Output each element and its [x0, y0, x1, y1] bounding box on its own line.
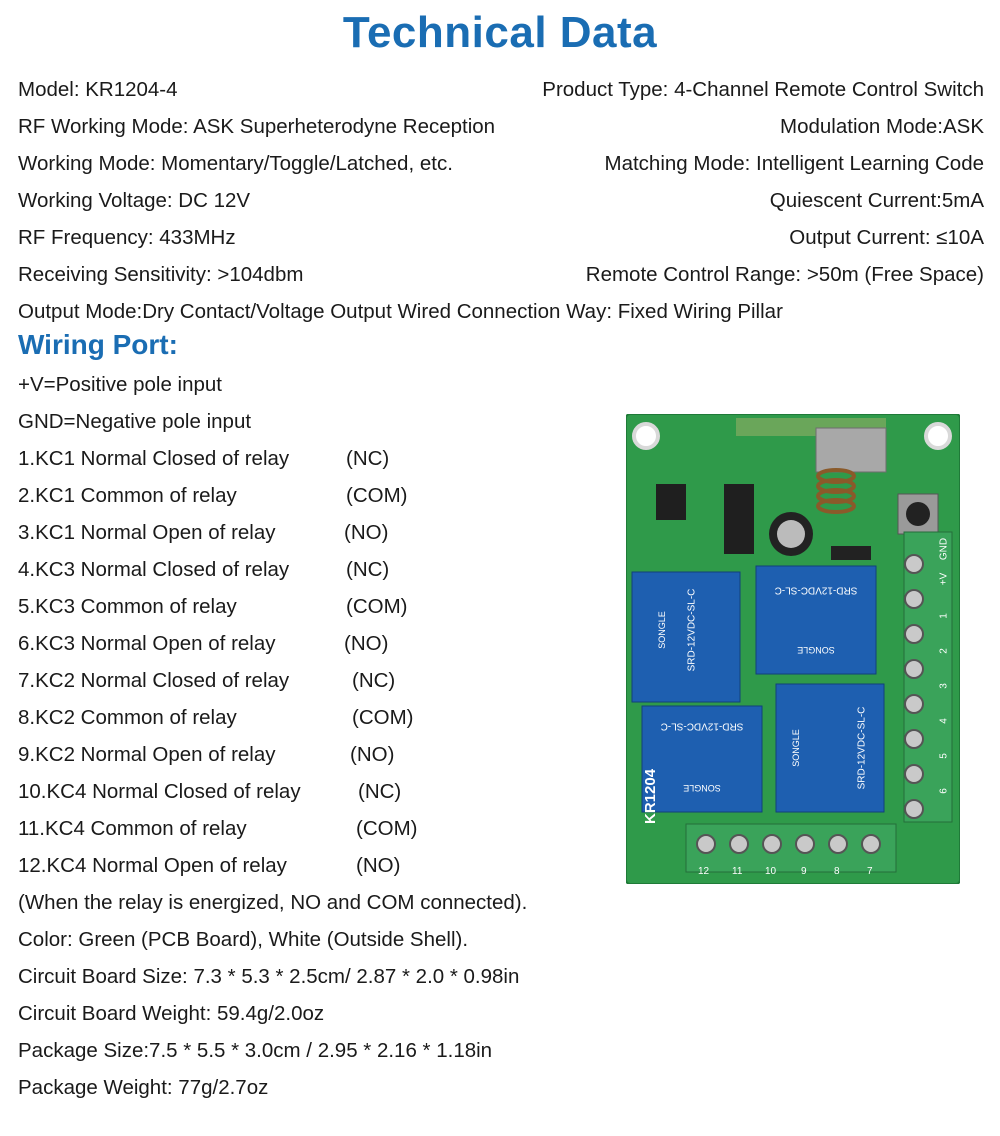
terminal-label: 9 — [801, 866, 807, 877]
relay-brand: SONGLE — [791, 729, 801, 767]
port-item: 10.KC4 Normal Closed of relay (NC) — [18, 777, 578, 807]
port-name: 10.KC4 Normal Closed of relay — [18, 780, 301, 803]
board-weight-spec: Circuit Board Weight: 59.4g/2.0oz — [18, 1002, 325, 1025]
relay-label: SRD-12VDC-SL-C — [660, 720, 744, 732]
spec-right: Quiescent Current:5mA — [769, 189, 984, 212]
port-name: 2.KC1 Common of relay — [18, 484, 237, 507]
power-negative: GND=Negative pole input — [18, 410, 252, 433]
port-code: (NO) — [356, 854, 401, 877]
terminal-label: 11 — [732, 866, 743, 877]
port-code: (COM) — [352, 706, 414, 729]
spec-left: Working Voltage: DC 12V — [18, 189, 251, 212]
package-size-spec: Package Size:7.5 * 5.5 * 3.0cm / 2.95 * … — [18, 1039, 493, 1062]
spec-row: RF Working Mode: ASK Superheterodyne Rec… — [18, 112, 984, 142]
terminal-label: 3 — [938, 683, 950, 689]
port-item: 7.KC2 Normal Closed of relay (NC) — [18, 666, 578, 696]
page-title: Technical Data — [342, 8, 658, 57]
port-item: 5.KC3 Common of relay (COM) — [18, 592, 578, 622]
spec-left: Receiving Sensitivity: >104dbm — [18, 263, 304, 286]
relay-brand: SONGLE — [683, 783, 721, 793]
port-name: 5.KC3 Common of relay — [18, 595, 237, 618]
spec-right: Output Current: ≤10A — [789, 226, 984, 249]
port-name: 8.KC2 Common of relay — [18, 706, 237, 729]
spec-right: Remote Control Range: >50m (Free Space) — [585, 263, 984, 286]
port-code: (NC) — [352, 669, 396, 692]
port-name: 3.KC1 Normal Open of relay — [18, 521, 276, 544]
spec-left: RF Working Mode: ASK Superheterodyne Rec… — [18, 115, 496, 138]
relay-note: (When the relay is energized, NO and COM… — [18, 891, 528, 914]
board-model-label: KR1204 — [642, 768, 659, 824]
terminal-label: 7 — [867, 866, 873, 877]
port-name: 11.KC4 Common of relay — [18, 817, 247, 840]
port-item: 3.KC1 Normal Open of relay (NO) — [18, 518, 578, 548]
color-spec: Color: Green (PCB Board), White (Outside… — [18, 928, 469, 951]
port-item: 8.KC2 Common of relay (COM) — [18, 703, 578, 733]
port-item: 6.KC3 Normal Open of relay (NO) — [18, 629, 578, 659]
pcb-board-image: KR1204 SRD-12VDC-SL-C SONGLE SRD-12VDC-S… — [625, 413, 961, 885]
port-name: 9.KC2 Normal Open of relay — [18, 743, 276, 766]
spec-row: Working Voltage: DC 12V Quiescent Curren… — [18, 186, 984, 216]
port-item: 12.KC4 Normal Open of relay (NO) — [18, 851, 578, 881]
port-name: 7.KC2 Normal Closed of relay — [18, 669, 290, 692]
port-name: 1.KC1 Normal Closed of relay — [18, 447, 290, 470]
port-code: (NC) — [358, 780, 402, 803]
spec-left: Model: KR1204-4 — [18, 78, 178, 101]
terminal-label: GND — [938, 537, 950, 561]
spec-right: Product Type: 4-Channel Remote Control S… — [542, 78, 984, 101]
spec-row: RF Frequency: 433MHz Output Current: ≤10… — [18, 223, 984, 253]
port-item: 4.KC3 Normal Closed of relay (NC) — [18, 555, 578, 585]
terminal-label: 8 — [834, 866, 840, 877]
terminal-label: 4 — [938, 718, 950, 724]
port-code: (NC) — [346, 558, 390, 581]
terminal-label: 6 — [938, 788, 950, 794]
relay-brand: SONGLE — [797, 645, 835, 655]
board-size-spec: Circuit Board Size: 7.3 * 5.3 * 2.5cm/ 2… — [18, 965, 520, 988]
power-positive: +V=Positive pole input — [18, 373, 222, 396]
wiring-port-heading: Wiring Port: — [18, 329, 178, 360]
port-item: 2.KC1 Common of relay (COM) — [18, 481, 578, 511]
terminal-label: 10 — [765, 866, 777, 877]
output-mode: Output Mode:Dry Contact/Voltage Output W… — [18, 300, 783, 323]
port-item: 11.KC4 Common of relay (COM) — [18, 814, 578, 844]
port-item: 1.KC1 Normal Closed of relay (NC) — [18, 444, 578, 474]
port-code: (NO) — [350, 743, 395, 766]
port-name: 4.KC3 Normal Closed of relay — [18, 558, 290, 581]
port-code: (NC) — [346, 447, 390, 470]
package-weight-spec: Package Weight: 77g/2.7oz — [18, 1076, 269, 1099]
port-code: (COM) — [356, 817, 418, 840]
terminal-label: +V — [938, 572, 950, 586]
relay-brand: SONGLE — [657, 611, 667, 649]
relay-label: SRD-12VDC-SL-C — [686, 588, 698, 672]
spec-left: Working Mode: Momentary/Toggle/Latched, … — [18, 152, 453, 175]
port-code: (NO) — [344, 521, 389, 544]
port-name: 12.KC4 Normal Open of relay — [18, 854, 287, 877]
port-name: 6.KC3 Normal Open of relay — [18, 632, 276, 655]
spec-right: Modulation Mode:ASK — [780, 115, 984, 138]
port-code: (NO) — [344, 632, 389, 655]
spec-left: RF Frequency: 433MHz — [18, 226, 236, 249]
spec-row: Working Mode: Momentary/Toggle/Latched, … — [18, 149, 984, 179]
spec-row: Model: KR1204-4 Product Type: 4-Channel … — [18, 75, 984, 105]
terminal-label: 12 — [698, 866, 710, 877]
relay-label: SRD-12VDC-SL-C — [856, 706, 868, 790]
terminal-label: 2 — [938, 648, 950, 654]
port-code: (COM) — [346, 484, 408, 507]
spec-row: Receiving Sensitivity: >104dbm Remote Co… — [18, 260, 984, 290]
spec-right: Matching Mode: Intelligent Learning Code — [604, 152, 985, 175]
terminal-label: 5 — [938, 753, 950, 759]
relay-label: SRD-12VDC-SL-C — [774, 584, 858, 596]
terminal-label: 1 — [938, 613, 950, 619]
port-code: (COM) — [346, 595, 408, 618]
port-item: 9.KC2 Normal Open of relay (NO) — [18, 740, 578, 770]
